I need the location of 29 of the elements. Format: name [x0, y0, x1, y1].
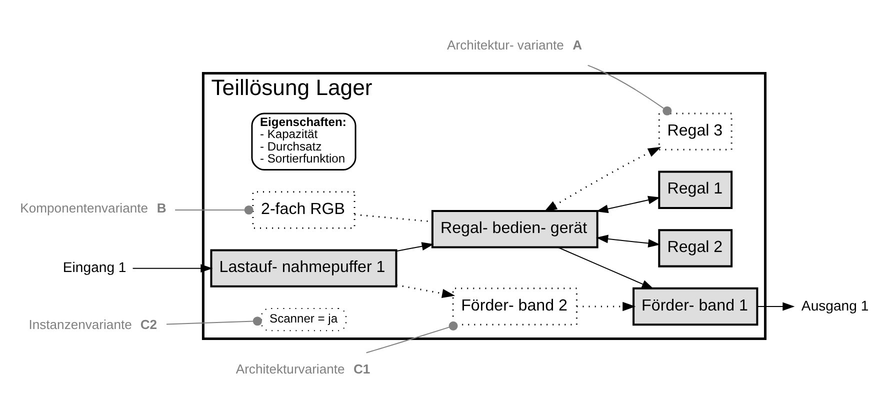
arrow — [396, 242, 434, 252]
node-box: Regal 2 — [658, 229, 733, 268]
connector — [366, 321, 458, 354]
node-box: Förder- band 2 — [452, 288, 578, 326]
arrow — [396, 284, 456, 298]
node-text: Eingang 1 — [62, 259, 126, 276]
node-text: Komponentenvariante B — [20, 200, 166, 216]
node-box: 2-fach RGB — [252, 191, 356, 229]
arrow — [758, 302, 795, 311]
connector — [166, 316, 262, 326]
node-box: Regal 3 — [658, 112, 732, 150]
connector — [175, 205, 254, 215]
node-box: Regal- bedien- gerät — [431, 210, 598, 248]
node-text: Ausgang 1 — [801, 297, 869, 314]
arrow — [596, 234, 660, 248]
arrow — [558, 246, 654, 289]
node-text: Architekturvariante C1 — [236, 361, 370, 376]
arrow — [576, 302, 636, 312]
node-text: Instanzenvariante C2 — [28, 317, 158, 332]
node-box: Lastauf- nahmepuffer 1 — [210, 249, 398, 288]
node-box: Eigenschaften: - Kapazität - Durchsatz - Sortierfunktion — [251, 112, 356, 171]
arrow — [132, 264, 213, 273]
node-box: Scanner = ja — [261, 308, 346, 332]
arrow — [544, 146, 662, 212]
node-text: Architektur- variante A — [447, 38, 582, 53]
node-box: Regal 1 — [658, 170, 733, 209]
connector — [588, 64, 672, 116]
arrow — [596, 196, 660, 214]
node-box: Förder- band 1 — [632, 287, 758, 326]
